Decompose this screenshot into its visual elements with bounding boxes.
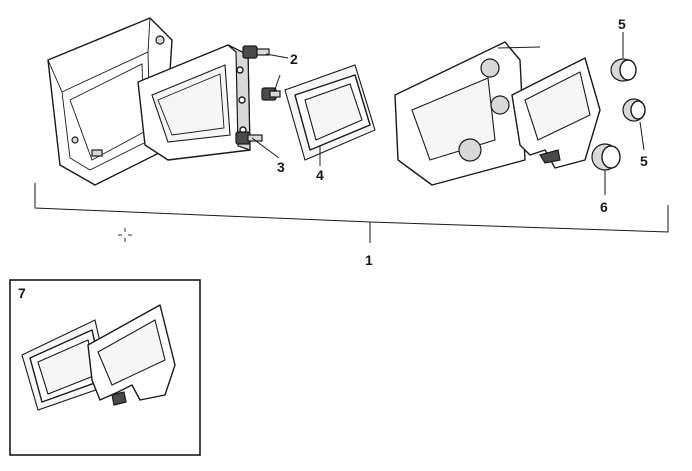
callout-5-top: 5	[618, 16, 626, 32]
callout-6: 6	[600, 199, 608, 215]
front-plate	[394, 41, 541, 186]
front-bezel	[511, 57, 601, 169]
crosshair-mark	[118, 228, 132, 242]
callout-leaders	[251, 32, 645, 195]
display-module	[137, 44, 251, 161]
assembly-bracket	[34, 183, 669, 243]
callout-7: 7	[18, 285, 26, 301]
callout-1: 1	[365, 252, 373, 268]
inset-box	[9, 279, 201, 456]
callout-5-bottom: 5	[640, 153, 648, 169]
control-knobs	[591, 58, 646, 171]
callout-3: 3	[277, 159, 285, 175]
callout-2: 2	[290, 51, 298, 67]
callout-4: 4	[316, 167, 324, 183]
protective-glass	[284, 64, 376, 161]
potentiometer-knobs	[235, 45, 281, 145]
